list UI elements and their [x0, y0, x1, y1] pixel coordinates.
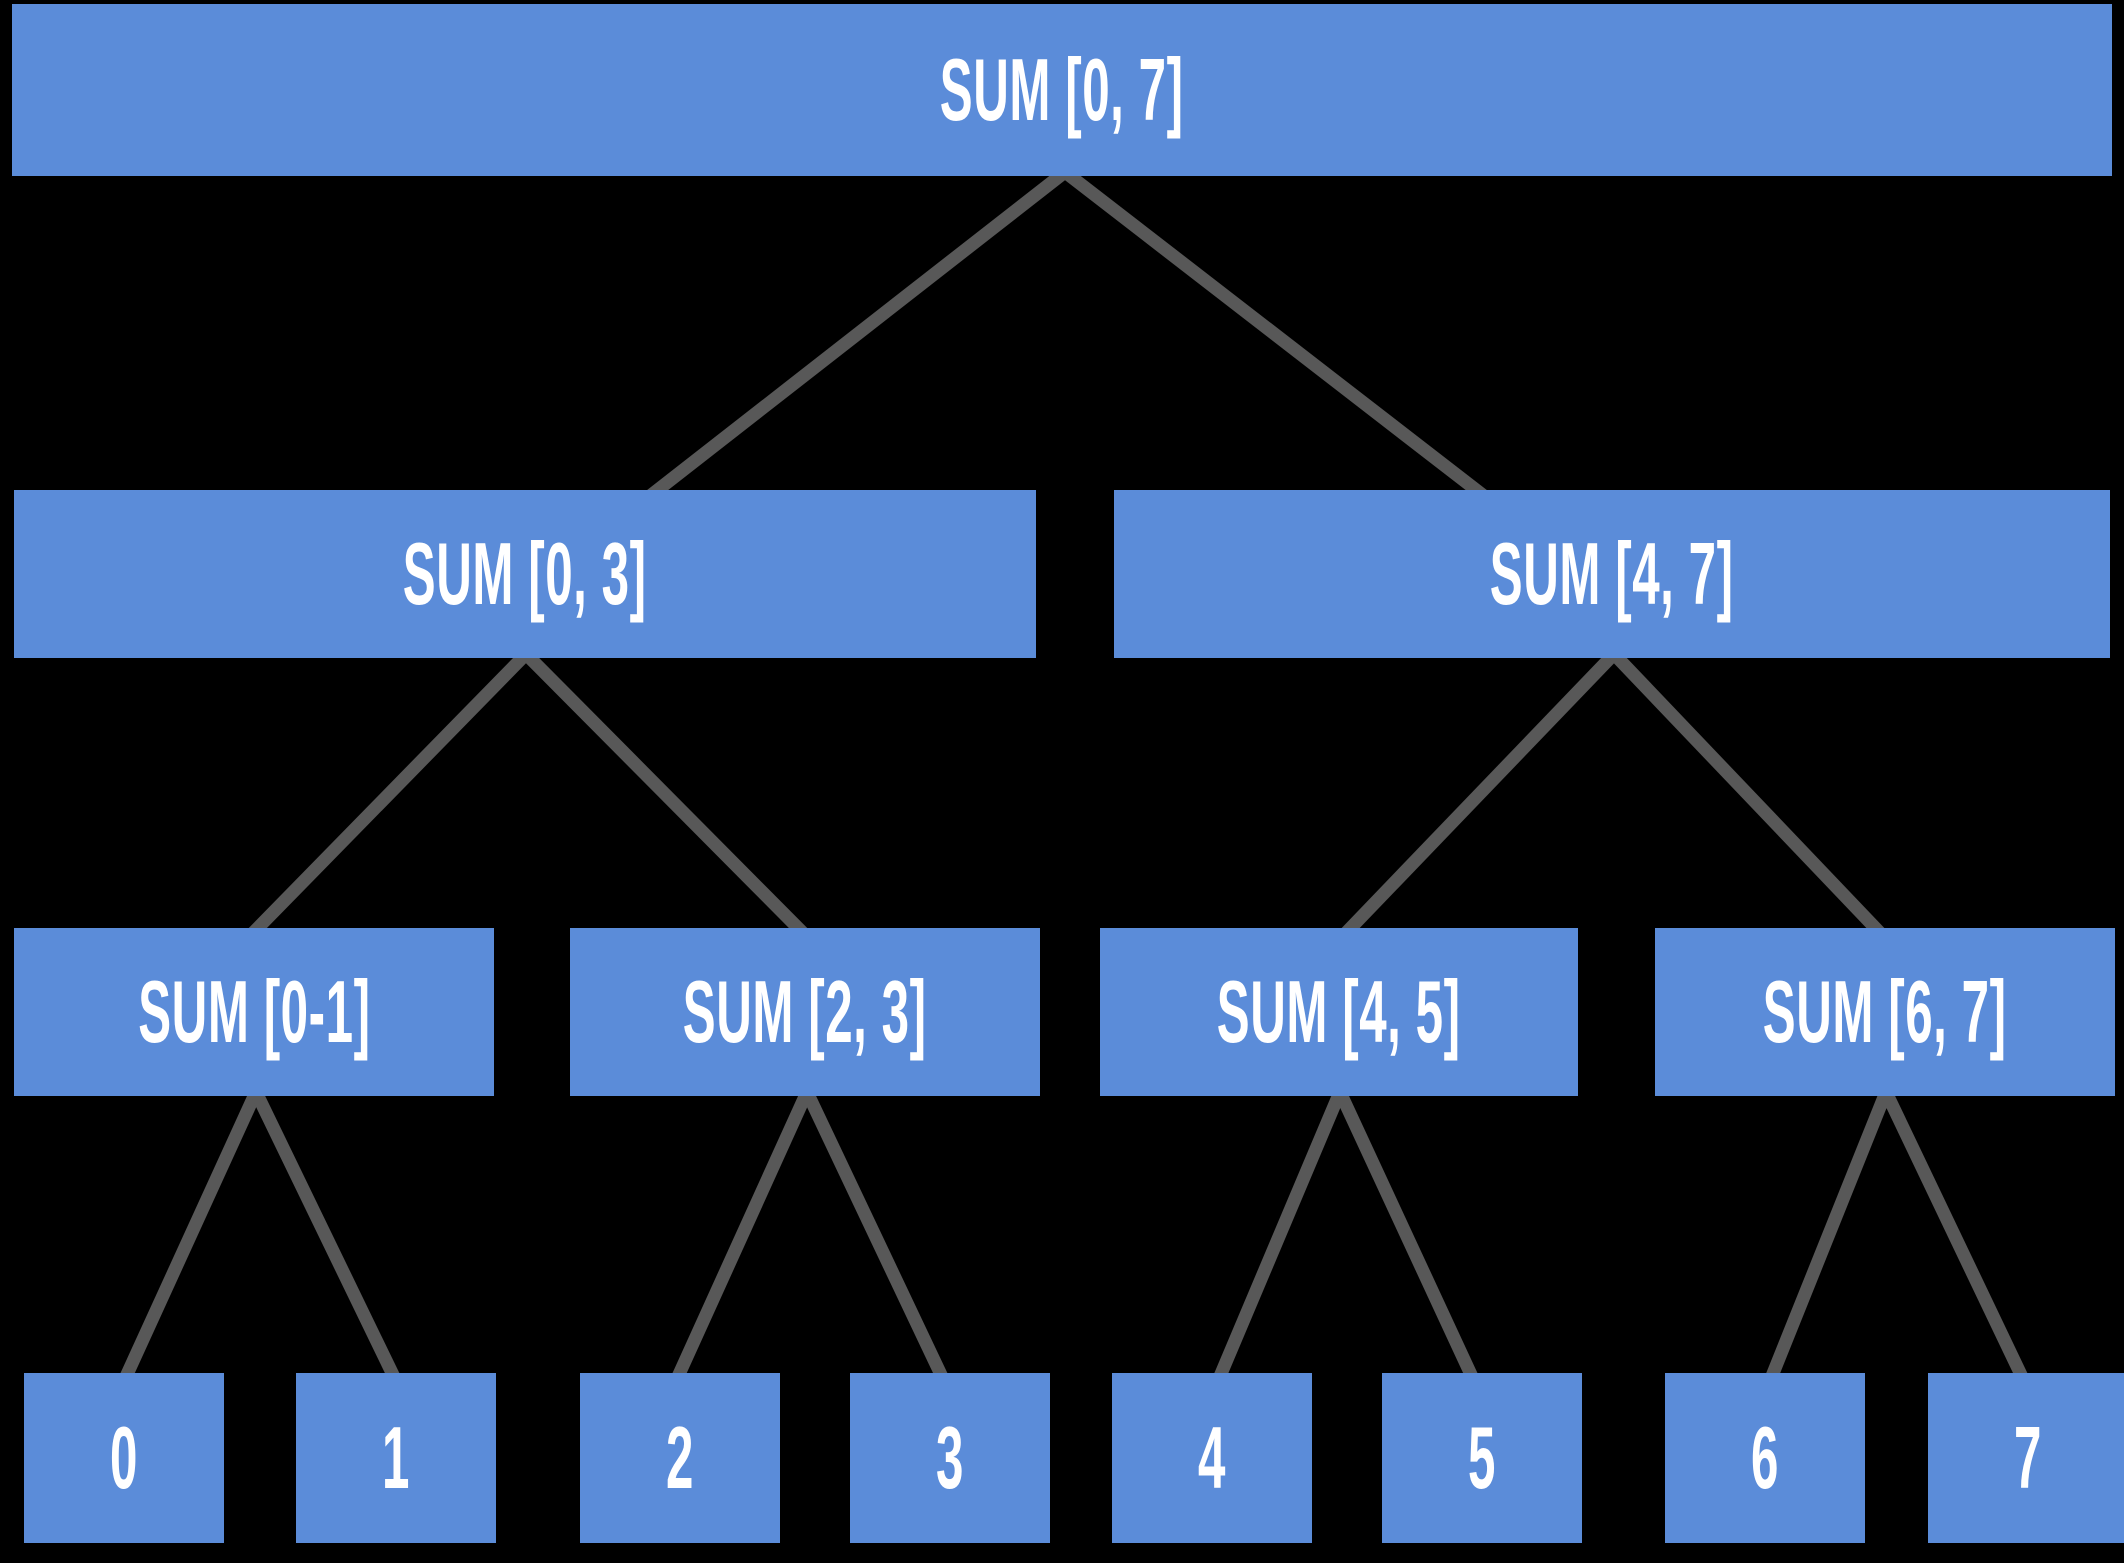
- node-sum-6-7-label: SUM [6, 7]: [1763, 962, 2007, 1061]
- leaf-node-0: 0: [24, 1373, 224, 1543]
- node-sum-4-7: SUM [4, 7]: [1114, 490, 2110, 658]
- leaf-node-7-label: 7: [2014, 1408, 2042, 1507]
- leaf-node-5-label: 5: [1468, 1408, 1496, 1507]
- node-sum-0-1: SUM [0-1]: [14, 928, 494, 1096]
- edge-sum47-to-sum67: [1609, 649, 1888, 941]
- edge-sum23-to-leaf2: [670, 1089, 813, 1384]
- edge-sum67-to-leaf7: [1880, 1089, 2030, 1384]
- node-sum-0-3-label: SUM [0, 3]: [403, 524, 647, 623]
- edge-root-to-sum03: [645, 166, 1070, 502]
- edge-sum01-to-leaf1: [250, 1089, 402, 1384]
- edge-sum47-to-sum45: [1338, 649, 1619, 941]
- edge-sum45-to-leaf5: [1334, 1089, 1480, 1384]
- edge-sum23-to-leaf3: [801, 1089, 950, 1384]
- leaf-node-3: 3: [850, 1373, 1050, 1543]
- node-sum-6-7: SUM [6, 7]: [1655, 928, 2115, 1096]
- leaf-node-0-label: 0: [110, 1408, 138, 1507]
- leaf-node-2-label: 2: [666, 1408, 694, 1507]
- node-sum-0-1-label: SUM [0-1]: [137, 962, 371, 1061]
- edge-sum01-to-leaf0: [118, 1089, 262, 1384]
- edge-sum45-to-leaf4: [1212, 1089, 1346, 1384]
- leaf-node-6: 6: [1665, 1373, 1865, 1543]
- node-sum-2-3-label: SUM [2, 3]: [683, 962, 927, 1061]
- leaf-node-2: 2: [580, 1373, 780, 1543]
- node-sum-0-7-label: SUM [0, 7]: [940, 40, 1184, 139]
- leaf-node-1-label: 1: [382, 1408, 410, 1507]
- leaf-node-3-label: 3: [936, 1408, 964, 1507]
- leaf-node-4: 4: [1112, 1373, 1312, 1543]
- leaf-node-1: 1: [296, 1373, 496, 1543]
- node-sum-4-7-label: SUM [4, 7]: [1490, 524, 1734, 623]
- edge-sum67-to-leaf6: [1763, 1089, 1893, 1384]
- edge-root-to-sum47: [1061, 166, 1488, 502]
- node-sum-2-3: SUM [2, 3]: [570, 928, 1040, 1096]
- leaf-node-7: 7: [1928, 1373, 2124, 1543]
- node-sum-0-7: SUM [0, 7]: [12, 4, 2112, 176]
- leaf-node-5: 5: [1382, 1373, 1582, 1543]
- leaf-node-6-label: 6: [1751, 1408, 1779, 1507]
- node-sum-4-5: SUM [4, 5]: [1100, 928, 1578, 1096]
- edge-sum03-to-sum01: [245, 649, 531, 941]
- leaf-node-4-label: 4: [1198, 1408, 1226, 1507]
- node-sum-4-5-label: SUM [4, 5]: [1217, 962, 1461, 1061]
- edge-sum03-to-sum23: [521, 649, 811, 941]
- node-sum-0-3: SUM [0, 3]: [14, 490, 1036, 658]
